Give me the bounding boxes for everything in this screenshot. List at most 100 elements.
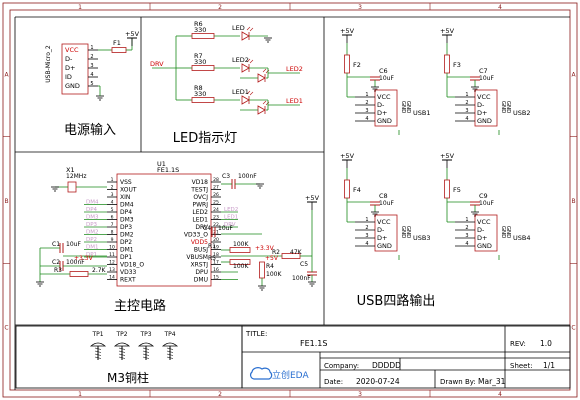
capacitor-symbol	[59, 243, 64, 253]
resistor-symbol	[229, 247, 251, 253]
pin-name: VCC	[477, 218, 491, 226]
capacitor-symbol	[231, 179, 236, 189]
fuse-ref: F3	[453, 61, 461, 69]
pin-number: 11	[109, 252, 115, 258]
side-pin: GND	[500, 101, 506, 114]
border-col-label: 3	[358, 4, 362, 11]
cap-value: 10uF	[479, 200, 494, 207]
border-row-label: B	[4, 198, 8, 205]
power-flag: +5V	[340, 152, 355, 168]
res-ref: R1	[208, 243, 216, 250]
net-label: DP3	[86, 222, 98, 228]
section-dividers	[14, 16, 570, 390]
screw-thread	[118, 347, 126, 350]
cap-value: 10uF	[479, 75, 494, 82]
ic-pin-name: DM3	[120, 217, 134, 224]
pin-number: 22	[213, 222, 219, 228]
res-ref: R5	[208, 255, 216, 262]
ic-pin-name: OVCJ	[193, 194, 208, 201]
crystal-ref: X1	[66, 166, 75, 174]
pin-name: VCC	[477, 93, 491, 101]
ic-pin-name: VD18_O	[120, 262, 144, 269]
ic-pin-name: TESTJ	[190, 187, 208, 194]
tb-date-label: Date:	[324, 378, 343, 386]
usb-a-connector	[474, 214, 498, 252]
border-col-label: 1	[78, 391, 82, 398]
ic-pin-name: XRSTJ	[190, 262, 208, 269]
resistor-symbol	[69, 271, 89, 277]
tb-sheet-label: Sheet:	[510, 362, 533, 370]
border-row-label: B	[571, 198, 575, 205]
screw-thread	[166, 356, 174, 359]
ic-pin-name: VD18	[192, 179, 209, 186]
pin-number: 17	[213, 260, 219, 266]
tb-date-value: 2020-07-24	[356, 377, 400, 386]
pin-number: 5	[111, 207, 114, 213]
ic-pin-name: VSS	[120, 179, 132, 186]
net-label: DP2	[86, 237, 97, 243]
cap-value: 10uF	[379, 200, 394, 207]
tb-rev-label: REV:	[510, 340, 526, 348]
cap-value: 10uF	[218, 225, 233, 232]
border-col-label: 2	[218, 4, 222, 11]
led-ray	[262, 100, 267, 105]
led-triangle	[241, 95, 250, 105]
ic-pin-name: DP1	[120, 254, 132, 261]
cap-value: 100nF	[238, 173, 257, 180]
tb-company-label: Company:	[324, 362, 359, 370]
power-flag: +5V	[305, 194, 320, 210]
pin-number: 26	[213, 192, 219, 198]
screw-thread	[166, 350, 174, 353]
pin-number: 20	[213, 237, 219, 243]
res-ref: R4	[266, 263, 274, 270]
cap-value: 100nF	[66, 259, 85, 266]
net-label: DP1	[86, 252, 97, 258]
cap-ref: C3	[222, 173, 230, 180]
cloud-icon	[250, 367, 273, 380]
ic-pin-name: DMU	[194, 277, 208, 284]
hub-ic-body	[116, 173, 212, 287]
power-label: +5V	[440, 152, 455, 160]
screw-thread	[118, 350, 126, 353]
led-ray	[246, 90, 251, 95]
screw-thread	[142, 353, 150, 356]
pin-name: GND	[65, 82, 80, 90]
crystal-value: 12MHz	[66, 173, 86, 180]
net-label: DM1	[86, 245, 98, 251]
led-ray	[262, 68, 267, 73]
led-triangle	[257, 105, 266, 115]
tb-sheet-value: 1/1	[543, 361, 555, 370]
led-section-title: LED指示灯	[173, 131, 237, 146]
standoff-title: M3铜柱	[107, 370, 149, 385]
tb-rev-value: 1.0	[540, 339, 552, 348]
tb-drawn-label: Drawn By:	[440, 378, 476, 386]
led-ref: LED1	[232, 88, 249, 96]
ground-icon	[51, 186, 59, 192]
screw-thread	[142, 356, 150, 359]
screw-head	[137, 342, 155, 347]
ic-pin-name: LED2	[192, 209, 208, 216]
screw-thread	[94, 353, 102, 356]
pin-number: 25	[213, 200, 219, 206]
pin-name: GND	[377, 117, 392, 125]
pin-number: 2	[465, 225, 468, 231]
pin-name: D-	[477, 226, 485, 234]
fuse-ref: F4	[353, 186, 361, 194]
res-value: 100K	[266, 271, 282, 278]
ic-pin-name: PWRJ	[193, 202, 209, 209]
led-symbol	[257, 68, 270, 83]
fuse-ref: F2	[353, 61, 361, 69]
tb-title-value: FE1.1S	[300, 339, 327, 348]
pin-name: VCC	[377, 93, 391, 101]
border-row-label: A	[4, 71, 9, 78]
res-value: 100K	[233, 263, 249, 270]
net-label: LED2	[286, 65, 303, 73]
ic-pin-name: DP4	[120, 209, 132, 216]
pin-name: D-	[65, 55, 73, 63]
fuse-ref: F5	[453, 186, 461, 194]
